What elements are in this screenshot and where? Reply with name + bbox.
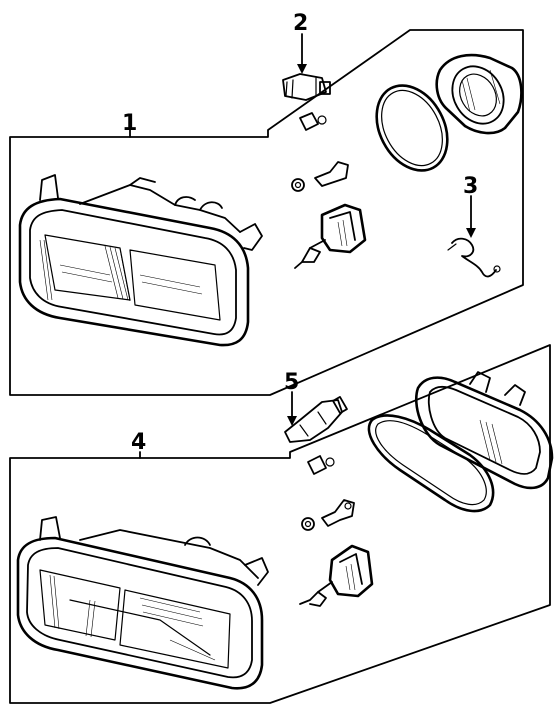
lower-retainer-frame xyxy=(414,371,554,490)
callout-3: 3 xyxy=(463,174,478,199)
upper-seal-ring xyxy=(375,84,449,172)
lower-gasket xyxy=(367,414,495,513)
upper-wedge-bulb xyxy=(299,112,327,131)
upper-headlamp-bulb xyxy=(282,73,331,101)
upper-bulb-socket xyxy=(294,203,367,269)
upper-group-frame xyxy=(9,29,524,396)
upper-headlamp-housing xyxy=(18,174,263,347)
lower-headlamp-housing xyxy=(16,516,269,690)
lower-group-frame xyxy=(9,344,551,704)
lower-wedge-bulb xyxy=(307,455,335,475)
callout-2: 2 xyxy=(293,11,308,36)
callout-5: 5 xyxy=(284,370,299,395)
upper-side-bulb xyxy=(291,161,349,192)
upper-wire-harness xyxy=(447,237,501,278)
lower-bulb-socket xyxy=(299,544,374,607)
lower-side-bulb xyxy=(301,499,355,531)
lower-headlamp-group xyxy=(9,344,554,704)
callout-4: 4 xyxy=(131,430,146,455)
callout-leaders xyxy=(129,33,476,459)
callout-1: 1 xyxy=(122,111,137,136)
upper-lens-shading xyxy=(39,239,203,302)
upper-headlamp-group xyxy=(9,29,524,396)
upper-retainer-ring xyxy=(435,53,523,135)
lower-headlamp-bulb xyxy=(284,396,348,443)
lower-lens-shading xyxy=(49,574,216,661)
